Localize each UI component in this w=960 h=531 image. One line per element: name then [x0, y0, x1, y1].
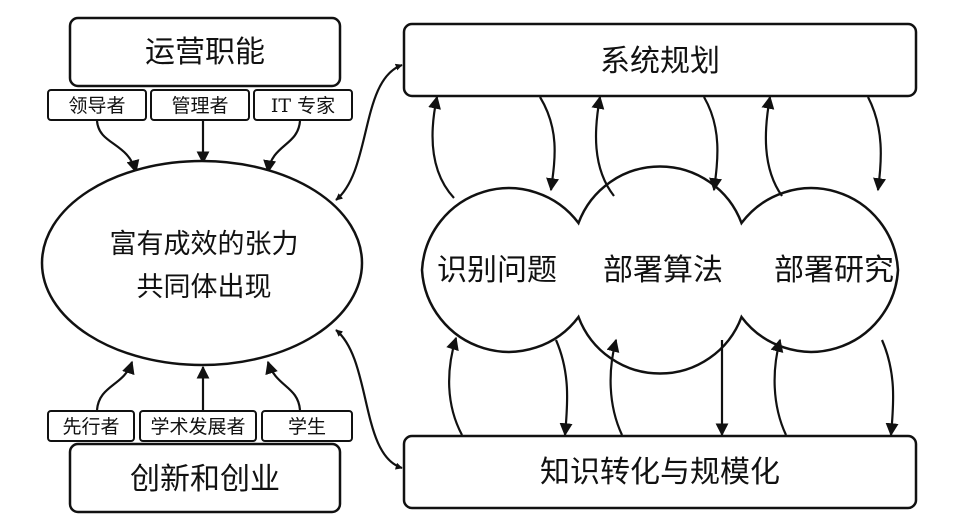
role-it-expert: IT 专家	[271, 95, 335, 117]
arrow-c2-down	[703, 96, 722, 192]
connector-center-to-planning	[335, 63, 403, 201]
stage-research: 部署研究	[774, 253, 894, 288]
center-line-1: 富有成效的张力	[110, 229, 299, 260]
arrow-c1-up	[428, 95, 455, 199]
role-academic: 学术发展者	[150, 416, 245, 438]
stage-identify: 识别问题	[437, 253, 557, 288]
role-pioneer: 先行者	[62, 416, 119, 438]
role-student: 学生	[288, 416, 326, 438]
stage-algorithm: 部署算法	[603, 253, 723, 288]
innovation-title: 创新和创业	[130, 462, 280, 497]
arrow-c1-down	[539, 96, 559, 192]
planning-title: 系统规划	[600, 44, 720, 79]
stage-circles	[420, 165, 900, 375]
arrow-c2-up	[591, 95, 615, 197]
center-line-2: 共同体出现	[137, 272, 272, 303]
role-leader: 领导者	[68, 95, 125, 117]
arrow-pioneer-to-center	[95, 360, 135, 411]
role-box-leader	[47, 89, 147, 121]
arrow-c3-up	[761, 95, 783, 197]
scaling-title: 知识转化与规模化	[540, 455, 780, 490]
planning-box	[402, 22, 918, 98]
arrow-c3-to-bottom	[880, 339, 899, 437]
arrow-c3-down	[867, 96, 886, 192]
arrow-student-to-center	[265, 360, 302, 411]
arrow-c3-from-bottom	[770, 338, 787, 436]
role-box-pioneer	[47, 410, 135, 442]
operations-title: 运营职能	[145, 35, 265, 70]
arrow-c1-from-bottom	[446, 336, 463, 436]
operations-box	[68, 16, 342, 88]
connector-center-to-scaling	[335, 329, 403, 470]
role-box-manager	[150, 89, 250, 121]
community-ellipse	[40, 159, 364, 367]
innovation-box	[68, 442, 342, 514]
role-box-academic	[139, 410, 257, 442]
arrow-c2-from-bottom	[606, 338, 623, 436]
arrow-c1-to-bottom	[554, 339, 573, 437]
role-manager: 管理者	[171, 95, 228, 117]
arrow-leader-to-center	[95, 120, 140, 174]
arrow-it-to-center	[263, 120, 302, 174]
scaling-box	[402, 434, 918, 510]
